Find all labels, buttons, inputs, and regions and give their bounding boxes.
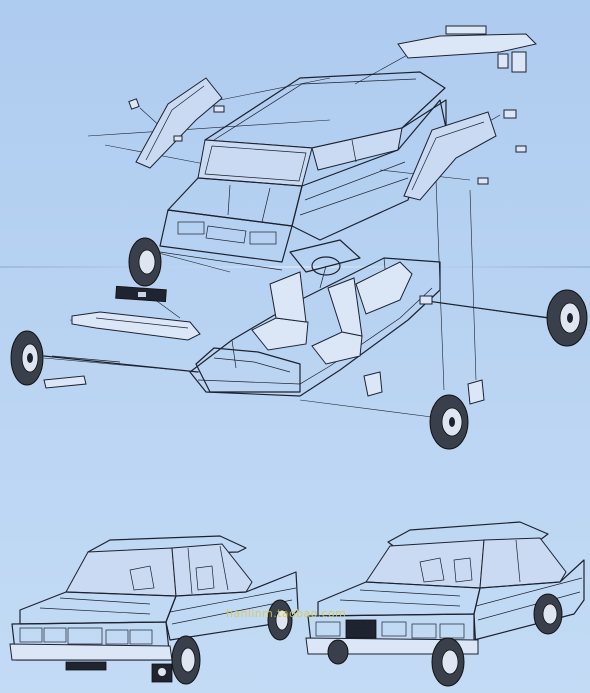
assembled-car-view-right <box>305 521 585 687</box>
rear-bumper-top <box>397 25 537 73</box>
car-body-shell <box>128 71 447 287</box>
clips-and-tabs <box>128 98 527 185</box>
paper-fold-line <box>0 266 590 268</box>
watermark-text: hanlinm.taobao.com <box>226 607 347 620</box>
front-bumper-part <box>71 311 201 341</box>
rear-window-left <box>135 77 223 169</box>
wheel-rear-left <box>429 394 469 450</box>
side-trim-strip <box>43 355 121 389</box>
chassis-floor-pan <box>43 239 551 405</box>
assembled-car-view-left <box>9 535 299 685</box>
wheel-front-left <box>10 330 44 386</box>
side-window-right <box>403 111 497 201</box>
license-plate <box>115 285 167 303</box>
wheel-rear-right <box>546 289 588 347</box>
